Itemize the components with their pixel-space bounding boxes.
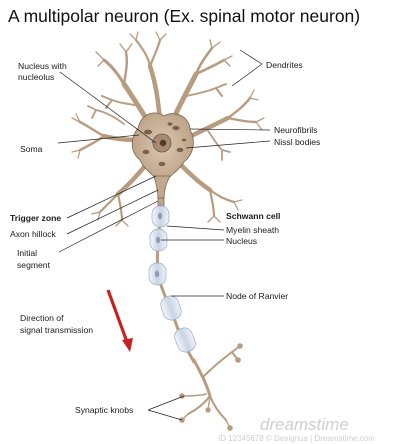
label-axon-hillock: Axon hillock bbox=[10, 229, 57, 239]
svg-text:nucleolus: nucleolus bbox=[18, 72, 54, 82]
synaptic-knobs bbox=[179, 343, 243, 431]
watermark-id: ID 12345678 © Designua | Dreamstime.com bbox=[218, 434, 375, 443]
watermark-brand: dreamstime bbox=[260, 415, 349, 434]
schwann-nuclei bbox=[154, 212, 163, 278]
dendrites bbox=[71, 31, 265, 227]
axon-hillock bbox=[153, 175, 171, 199]
label-dendrites: Dendrites bbox=[266, 60, 303, 70]
label-node-of-ranvier: Node of Ranvier bbox=[226, 291, 288, 301]
label-direction: Direction of signal transmission bbox=[20, 313, 93, 335]
neuron-illustration bbox=[71, 31, 265, 431]
label-initial-segment: Initial segment bbox=[17, 248, 51, 270]
myelin-sheath bbox=[148, 205, 196, 353]
svg-text:Initial: Initial bbox=[17, 248, 37, 258]
label-neurofibrils: Neurofibrils bbox=[274, 125, 317, 135]
label-trigger-zone: Trigger zone bbox=[10, 213, 61, 223]
leader-lines bbox=[57, 49, 271, 421]
label-nissl-bodies: Nissl bodies bbox=[274, 137, 320, 147]
svg-text:Direction of: Direction of bbox=[20, 313, 64, 323]
label-schwann-cell: Schwann cell bbox=[226, 211, 280, 221]
label-nucleus: Nucleus bbox=[226, 236, 257, 246]
svg-text:Nucleus with: Nucleus with bbox=[18, 61, 67, 71]
label-soma: Soma bbox=[20, 144, 43, 154]
svg-text:segment: segment bbox=[17, 260, 51, 270]
label-myelin-sheath: Myelin sheath bbox=[226, 225, 279, 235]
label-nucleus-with-nucleolus: Nucleus with nucleolus bbox=[18, 61, 67, 82]
nucleolus bbox=[159, 139, 167, 147]
diagram-title: A multipolar neuron (Ex. spinal motor ne… bbox=[8, 6, 360, 26]
svg-text:signal transmission: signal transmission bbox=[20, 325, 93, 335]
label-synaptic-knobs: Synaptic knobs bbox=[75, 405, 133, 415]
watermark: dreamstime ID 12345678 © Designua | Drea… bbox=[218, 415, 375, 443]
signal-direction-arrow bbox=[106, 289, 133, 352]
